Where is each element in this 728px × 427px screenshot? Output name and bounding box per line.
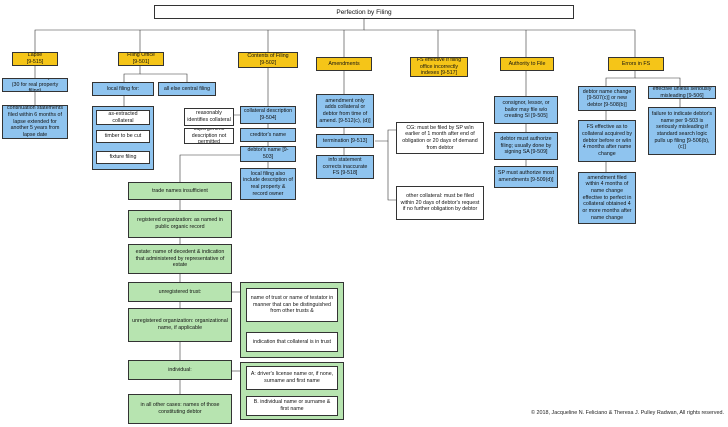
filing-office-header: Filing Office [9-501] (118, 52, 164, 66)
lapse-continuation: continuation statements filed within 6 m… (2, 105, 68, 139)
estate: estate: name of decedent & indication th… (128, 244, 232, 274)
individual-b: B. individual name or surname & first na… (246, 396, 338, 416)
reasonably-identifies: reasonably identifies collateral (184, 108, 234, 126)
failure-to-indicate: failure to indicate debtor's name per 9-… (648, 107, 716, 155)
copyright: © 2018, Jacqueline N. Feliciano & Theres… (531, 410, 724, 416)
local-filing-real-property: local filing also include description of… (240, 168, 296, 200)
trade-names-insufficient: trade names insufficient (128, 182, 232, 200)
unregistered-trust: unregistered trust: (128, 282, 232, 302)
trust-indication: indication that collateral is in trust (246, 332, 338, 352)
sp-authorize: SP must authorize most amendments [9-509… (494, 166, 558, 188)
registered-organization: registered organization: as named in pub… (128, 210, 232, 238)
as-extracted-collateral: as-extracted collateral (96, 110, 150, 125)
debtors-name: debtor's name [9-503] (240, 146, 296, 162)
timber-to-be-cut: timber to be cut (96, 130, 150, 143)
amendments-header: Amendments (316, 57, 372, 71)
page-title: Perfection by Filing (154, 5, 574, 19)
amendment-adds: amendment only adds collateral or debtor… (316, 94, 374, 128)
cg-termination: CG: must be filed by SP w/in earlier of … (396, 122, 484, 154)
contents-header: Contents of Filing [9-502] (238, 52, 298, 68)
unregistered-organization: unregistered organization: organizationa… (128, 308, 232, 342)
supergeneric-not-permitted: supergeneric description not permitted (184, 128, 234, 144)
effective-unless-misleading: effective unless seriously misleading [9… (648, 86, 716, 99)
amendment-name-change: amendment filed within 4 months of name … (578, 172, 636, 224)
fs-effective-name-change: FS effective as to collateral acquired b… (578, 120, 636, 162)
fs-effective-header: FS effective if filing office incorrectl… (410, 57, 468, 77)
lapse-five-years: effective for five years (30 for real pr… (2, 78, 68, 92)
lapse-header: Lapse [9-515] (12, 52, 58, 66)
local-filing: local filing for: (92, 82, 154, 96)
creditors-name: creditor's name (240, 128, 296, 142)
consignor-lessor: consignor, lessor, or bailor may file w/… (494, 96, 558, 124)
individual: individual: (128, 360, 232, 380)
debtor-name-change: debtor name change [9-507(c)] or new deb… (578, 86, 636, 111)
other-cases: in all other cases: names of those const… (128, 394, 232, 424)
individual-a: A: driver's license name or, if none, su… (246, 366, 338, 390)
debtor-authorize: debtor must authorize filing; usually do… (494, 132, 558, 160)
central-filing: all else central filing (158, 82, 216, 96)
trust-name: name of trust or name of testator in man… (246, 288, 338, 322)
authority-header: Authority to File (500, 57, 554, 71)
collateral-description: collateral description [9-504] (240, 106, 296, 124)
errors-header: Errors in FS (608, 57, 664, 71)
info-statement: info statement corrects inaccurate FS [9… (316, 155, 374, 179)
fixture-filing: fixture filing (96, 151, 150, 164)
other-collateral-termination: other collateral: must be filed within 2… (396, 186, 484, 220)
termination: termination [9-513] (316, 134, 374, 148)
